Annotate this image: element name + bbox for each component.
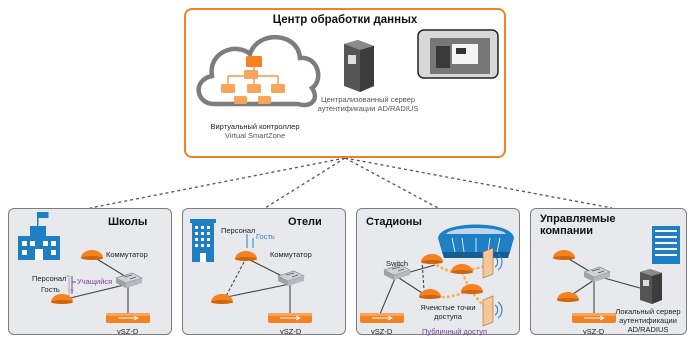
hotels-vszd-label: vSZ-D	[280, 327, 302, 336]
stadium-ap-1-icon	[421, 254, 443, 264]
managed-ap-1-icon	[553, 250, 575, 260]
schools-title: Школы	[108, 216, 148, 228]
stadium-antenna-2-icon	[482, 295, 503, 327]
school-ap-2-icon	[51, 294, 73, 304]
managed-title: Управляемые компании	[540, 213, 616, 237]
hotel-vszd-icon	[267, 312, 313, 324]
hotels-switch-label: Коммутатор	[270, 250, 312, 259]
office-building-icon	[652, 226, 680, 264]
management-console-icon	[417, 29, 499, 79]
virtual-controller-label: Виртуальный контроллер Virtual SmartZone	[210, 122, 300, 140]
local-server-icon	[640, 269, 662, 304]
hotel-building-icon	[190, 219, 216, 262]
school-building-icon	[18, 212, 60, 260]
hotel-ap-1-icon	[235, 251, 257, 261]
managed-vszd-label: vSZ-D	[583, 327, 605, 336]
hotel-switch-icon	[277, 270, 305, 287]
stadiums-vszd-label: vSZ-D	[371, 327, 393, 336]
schools-staff-label: Персонал	[32, 274, 67, 283]
stadiums-switch-label: Switch	[386, 259, 409, 268]
stadium-ap-2-icon	[419, 289, 441, 299]
virtual-smartzone-text: Virtual SmartZone	[224, 131, 286, 140]
stadium-vszd-icon	[359, 312, 405, 324]
auth-server-label: Централизованный сервер аутентификации A…	[317, 95, 419, 113]
schools-vszd-label: vSZ-D	[117, 327, 139, 336]
stadium-ap-3-icon	[451, 264, 473, 274]
datacenter-title: Центр обработки данных	[272, 14, 418, 26]
stadiums-mesh-label: Ячеистые точки доступа	[420, 303, 476, 321]
auth-server-icon	[344, 40, 374, 92]
school-ap-1-icon	[81, 250, 103, 260]
virtual-controller-text: Виртуальный контроллер	[210, 122, 300, 131]
schools-students-label: Учащийся	[77, 277, 113, 286]
managed-ap-2-icon	[557, 292, 579, 302]
stadiums-public-label: Публичный доступ	[422, 327, 488, 336]
hotel-ap-2-icon	[211, 294, 233, 304]
hotels-guest-label: Гость	[256, 232, 275, 241]
managed-switch-icon	[583, 266, 611, 283]
schools-switch-label: Коммутатор	[106, 250, 148, 259]
hotels-title: Отели	[288, 216, 322, 228]
schools-guest-label: Гость	[41, 285, 60, 294]
stadium-ap-4-icon	[461, 284, 483, 294]
managed-server-label: Локальный сервер аутентификации AD/RADIU…	[615, 307, 681, 334]
managed-vszd-icon	[571, 312, 617, 324]
stadiums-title: Стадионы	[366, 216, 422, 228]
school-vszd-icon	[105, 312, 151, 324]
stadium-icon	[438, 224, 514, 258]
hotels-staff-label: Персонал	[221, 226, 256, 235]
